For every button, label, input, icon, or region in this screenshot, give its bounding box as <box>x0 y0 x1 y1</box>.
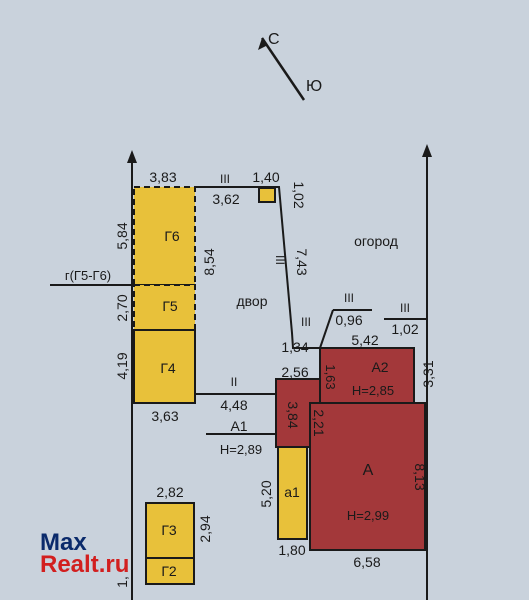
dim-419: 4,19 <box>114 352 130 379</box>
dim-520: 5,20 <box>258 480 274 507</box>
dim-180: 1,80 <box>278 542 305 558</box>
dim-096: 0,96 <box>335 312 362 328</box>
building-g4 <box>133 329 196 404</box>
dim-102b: 1,02 <box>391 321 418 337</box>
dim-542: 5,42 <box>351 332 378 348</box>
label-a1-height: Н=2,89 <box>220 442 262 457</box>
fence-north-east <box>195 186 320 349</box>
label-a2-height: Н=2,85 <box>352 383 394 398</box>
fence-mark-102: III <box>400 301 410 315</box>
dim-448: 4,48 <box>220 397 247 413</box>
building-g5 <box>133 284 196 331</box>
dim-140: 1,40 <box>252 169 279 185</box>
building-g2 <box>145 557 195 585</box>
label-g5: Г5 <box>162 298 178 314</box>
dim-363: 3,63 <box>151 408 178 424</box>
watermark-line2: Realt.ru <box>40 551 129 578</box>
fence-mark-top: III <box>220 172 230 186</box>
building-g3 <box>145 502 195 559</box>
dim-383: 3,83 <box>149 169 176 185</box>
fence-mark-ii: II <box>231 375 238 389</box>
building-a2 <box>319 347 415 404</box>
label-g3: Г3 <box>161 522 177 538</box>
building-g6 <box>133 186 196 286</box>
small-shed <box>258 187 276 203</box>
dim-854: 8,54 <box>201 248 217 275</box>
dim-294: 2,94 <box>197 515 213 542</box>
dim-134: 1,34 <box>281 339 308 355</box>
gate-label: г(Г5-Г6) <box>65 268 111 283</box>
label-a1: А1 <box>230 418 247 434</box>
dim-331: 3,31 <box>420 360 436 387</box>
dim-1x: 1, <box>114 576 130 588</box>
dim-282: 2,82 <box>156 484 183 500</box>
watermark: Max Realt.ru <box>40 529 129 578</box>
building-a <box>309 402 426 551</box>
dim-102a: 1,02 <box>291 181 307 208</box>
compass: С Ю <box>258 31 322 101</box>
fence-diag <box>319 309 334 349</box>
dim-813: 8,13 <box>412 463 428 490</box>
label-g6: Г6 <box>164 228 180 244</box>
dim-256: 2,56 <box>281 364 308 380</box>
label-a2: А2 <box>371 359 388 375</box>
watermark-line1: Max <box>40 529 87 556</box>
compass-south: Ю <box>306 78 322 95</box>
label-g2: Г2 <box>161 563 177 579</box>
fence-mark-096: III <box>344 291 354 305</box>
dim-743: 7,43 <box>294 248 310 275</box>
dim-221: 2,21 <box>311 409 327 436</box>
label-g4: Г4 <box>160 360 176 376</box>
dim-362: 3,62 <box>212 191 239 207</box>
label-a: А <box>363 462 374 479</box>
dim-384: 3,84 <box>285 401 301 428</box>
dim-584: 5,84 <box>114 222 130 249</box>
fence-mark-corner: III <box>301 315 311 329</box>
fence-mark-east: III <box>273 255 287 265</box>
label-a-height: Н=2,99 <box>347 508 389 523</box>
compass-arrow-icon <box>260 37 306 101</box>
dim-658: 6,58 <box>353 554 380 570</box>
compass-north: С <box>268 31 280 48</box>
area-garden: огород <box>354 233 398 249</box>
dim-270: 2,70 <box>114 294 130 321</box>
building-a1-small <box>277 446 308 540</box>
dim-163: 1,63 <box>323 364 338 389</box>
area-yard: двор <box>236 293 267 309</box>
label-a1-small: а1 <box>284 484 300 500</box>
